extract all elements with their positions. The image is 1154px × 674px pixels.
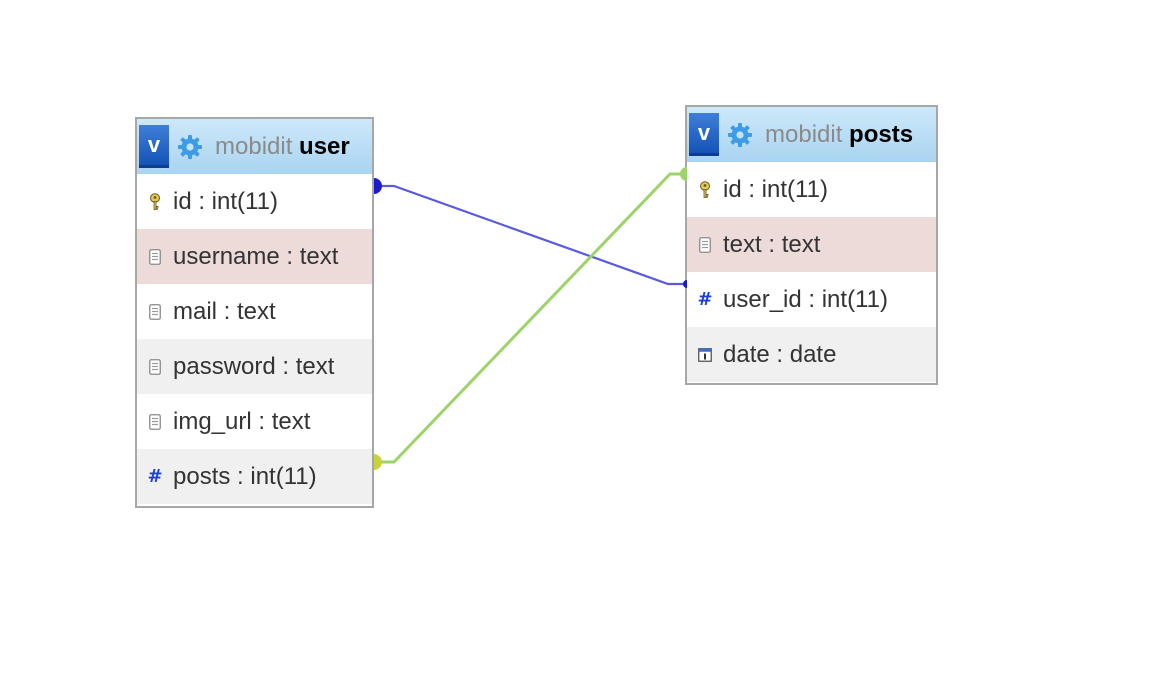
hash-glyph: # <box>697 289 713 310</box>
primary-key-icon <box>698 180 712 199</box>
field-label: user_id : int(11) <box>723 285 888 313</box>
hash-glyph: # <box>147 466 163 487</box>
primary-key-icon <box>148 192 162 211</box>
date-field-icon <box>698 346 712 364</box>
table-user[interactable]: v mobidit user <box>135 117 374 508</box>
table-posts-title: mobidit posts <box>765 120 914 148</box>
field-label: posts : int(11) <box>173 462 317 490</box>
table-name: user <box>299 132 350 160</box>
numeric-field-icon: # <box>147 466 163 487</box>
gear-icon[interactable] <box>177 134 203 160</box>
field-row-posts-id[interactable]: id : int(11) <box>687 162 936 217</box>
field-row-user-posts[interactable]: # posts : int(11) <box>137 449 372 504</box>
database-name: mobidit <box>765 120 843 148</box>
field-label: id : int(11) <box>173 187 278 215</box>
text-field-icon <box>148 303 162 321</box>
field-row-user-password[interactable]: password : text <box>137 339 372 394</box>
table-posts-collapse-toggle[interactable]: v <box>689 113 719 156</box>
text-field-icon <box>698 236 712 254</box>
relation-user-posts-to-posts-id[interactable] <box>374 167 687 470</box>
field-label: mail : text <box>173 297 276 325</box>
field-label: img_url : text <box>173 407 311 435</box>
relation-endpoint-source <box>374 454 382 470</box>
field-row-posts-user-id[interactable]: # user_id : int(11) <box>687 272 936 327</box>
numeric-field-icon: # <box>697 289 713 310</box>
text-field-icon <box>148 248 162 266</box>
field-row-user-id[interactable]: id : int(11) <box>137 174 372 229</box>
relation-line <box>376 172 684 464</box>
field-label: password : text <box>173 352 335 380</box>
field-label: date : date <box>723 340 837 368</box>
relation-endpoint-source <box>374 178 382 194</box>
table-user-title: mobidit user <box>215 132 350 160</box>
relation-line <box>376 184 684 286</box>
field-label: username : text <box>173 242 339 270</box>
relation-user-id-to-posts-user-id[interactable] <box>374 178 687 288</box>
field-row-user-username[interactable]: username : text <box>137 229 372 284</box>
table-user-header[interactable]: v mobidit user <box>137 119 372 174</box>
gear-icon[interactable] <box>727 122 753 148</box>
field-row-user-img-url[interactable]: img_url : text <box>137 394 372 449</box>
field-label: id : int(11) <box>723 175 828 203</box>
table-posts-header[interactable]: v mobidit posts <box>687 107 936 162</box>
field-row-posts-date[interactable]: date : date <box>687 327 936 382</box>
database-name: mobidit <box>215 132 293 160</box>
table-name: posts <box>849 120 914 148</box>
field-row-posts-text[interactable]: text : text <box>687 217 936 272</box>
field-row-user-mail[interactable]: mail : text <box>137 284 372 339</box>
text-field-icon <box>148 358 162 376</box>
table-posts[interactable]: v mobidit posts <box>685 105 938 385</box>
field-label: text : text <box>723 230 821 258</box>
text-field-icon <box>148 413 162 431</box>
table-user-collapse-toggle[interactable]: v <box>139 125 169 168</box>
